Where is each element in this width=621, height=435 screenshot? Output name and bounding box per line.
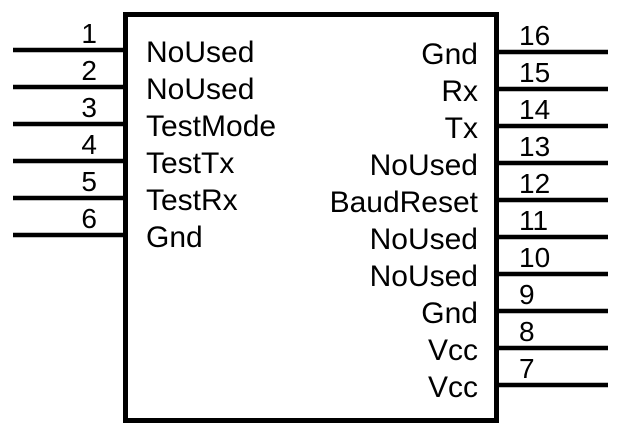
pin-number-11: 11 xyxy=(519,205,548,236)
pin-number-9: 9 xyxy=(519,279,535,310)
pin-label-2: NoUsed xyxy=(146,73,254,106)
pin-label-4: TestTx xyxy=(146,147,234,180)
pin-label-10: NoUsed xyxy=(370,260,478,293)
pin-number-15: 15 xyxy=(519,57,550,88)
pin-number-2: 2 xyxy=(81,55,97,86)
chip-body-outline xyxy=(123,12,499,423)
pin-number-3: 3 xyxy=(81,92,97,123)
pin-number-13: 13 xyxy=(519,131,550,162)
pin-number-5: 5 xyxy=(81,166,97,197)
right-pins-group: 16Gnd15Rx14Tx13NoUsed12BaudReset11NoUsed… xyxy=(330,20,608,404)
pin-label-13: NoUsed xyxy=(370,149,478,182)
pin-label-8: Vcc xyxy=(428,334,478,367)
left-pins-group: 1NoUsed2NoUsed3TestMode4TestTx5TestRx6Gn… xyxy=(13,18,276,254)
pin-number-14: 14 xyxy=(519,94,550,125)
pin-number-6: 6 xyxy=(81,203,97,234)
pin-number-4: 4 xyxy=(81,129,97,160)
pin-number-12: 12 xyxy=(519,168,550,199)
pin-label-5: TestRx xyxy=(146,184,238,217)
pin-number-7: 7 xyxy=(519,353,535,384)
pin-label-12: BaudReset xyxy=(330,186,479,219)
pin-label-7: Vcc xyxy=(428,371,478,404)
pin-label-6: Gnd xyxy=(146,221,203,254)
pin-label-14: Tx xyxy=(445,112,478,145)
pin-label-1: NoUsed xyxy=(146,36,254,69)
pin-label-15: Rx xyxy=(441,75,478,108)
pin-number-8: 8 xyxy=(519,316,535,347)
pin-label-16: Gnd xyxy=(421,38,478,71)
pin-label-11: NoUsed xyxy=(370,223,478,256)
pin-label-9: Gnd xyxy=(421,297,478,330)
pin-number-16: 16 xyxy=(519,20,550,51)
pin-label-3: TestMode xyxy=(146,110,276,143)
pin-number-1: 1 xyxy=(81,18,97,49)
pin-number-10: 10 xyxy=(519,242,550,273)
